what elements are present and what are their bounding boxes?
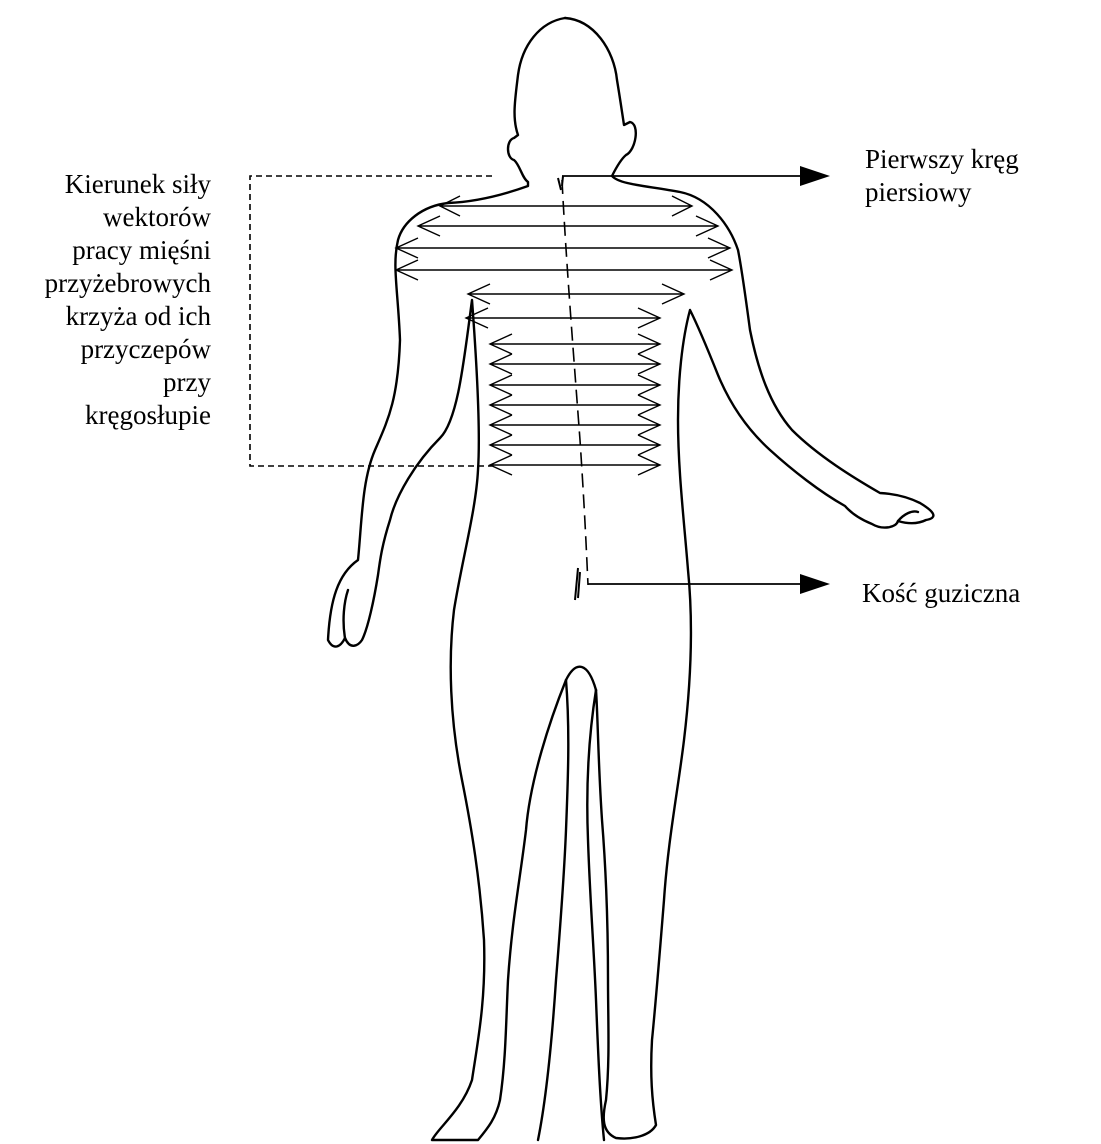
- vector-arrow: [396, 260, 732, 280]
- vector-arrow: [490, 455, 660, 475]
- muscle-vectors-label-line: wektorów: [45, 201, 211, 234]
- vector-arrow: [490, 334, 660, 354]
- vector-arrow: [490, 435, 660, 455]
- muscle-vectors-label-line: przyżebrowych: [45, 267, 211, 300]
- muscle-vectors-label: Kierunek siły wektorów pracy mięśni przy…: [45, 168, 211, 432]
- spine-mark-bottom: [575, 568, 580, 600]
- vector-arrow: [490, 415, 660, 435]
- arrowhead-right-icon: [800, 166, 830, 186]
- vector-arrow: [468, 284, 684, 304]
- vector-arrow: [490, 395, 660, 415]
- muscle-vectors-label-line: pracy mięśni: [45, 234, 211, 267]
- label-bracket: [250, 176, 492, 466]
- muscle-vector-arrows: [396, 196, 732, 475]
- vector-arrow: [396, 238, 730, 258]
- muscle-vectors-label-line: przy: [45, 366, 211, 399]
- arrowhead-right-icon: [800, 574, 830, 594]
- vector-arrow: [466, 308, 660, 328]
- coccyx-label: Kość guziczna: [862, 577, 1020, 610]
- muscle-vectors-label-line: krzyża od ich: [45, 300, 211, 333]
- muscle-vectors-label-line: Kierunek siły: [45, 168, 211, 201]
- body-outline: [328, 18, 933, 1140]
- spine-dashed-line: [562, 180, 588, 585]
- pointer-first-thoracic: [562, 166, 830, 186]
- pointer-coccyx: [588, 574, 830, 594]
- muscle-vectors-label-line: przyczepów: [45, 333, 211, 366]
- first-thoracic-label: Pierwszy kręg piersiowy: [865, 143, 1019, 209]
- muscle-vectors-label-line: kręgosłupie: [45, 399, 211, 432]
- first-thoracic-label-line: piersiowy: [865, 176, 1019, 209]
- first-thoracic-label-line: Pierwszy kręg: [865, 143, 1019, 176]
- vector-arrow: [418, 216, 718, 236]
